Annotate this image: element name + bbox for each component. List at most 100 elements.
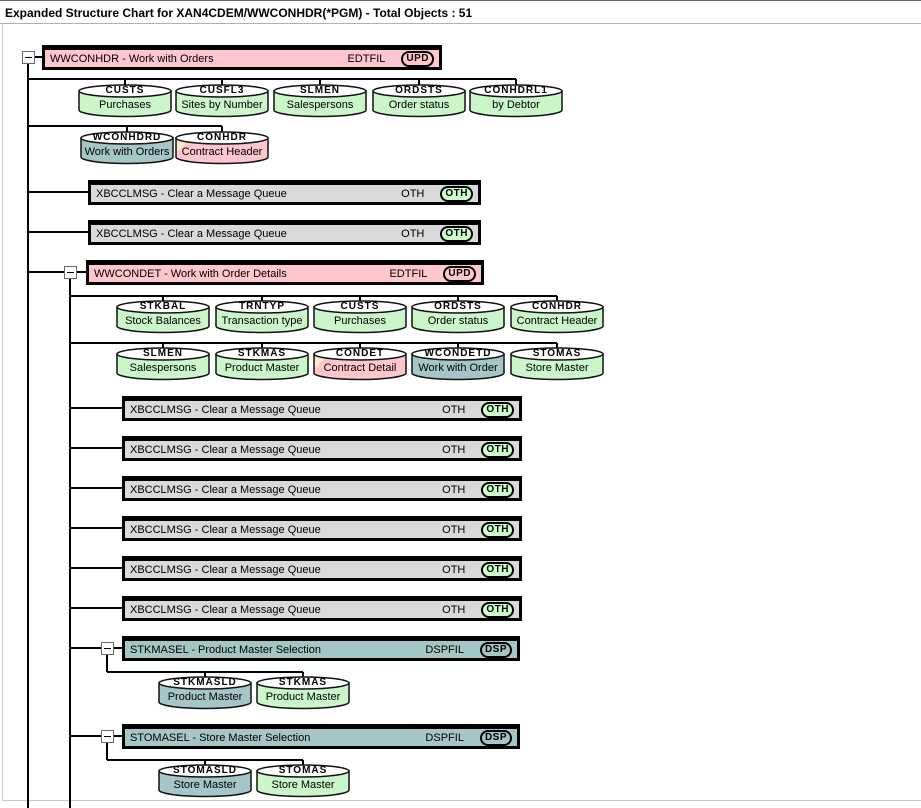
file-description: Stock Balances bbox=[125, 315, 201, 327]
file-description: Product Master bbox=[167, 691, 243, 703]
file-description: Salespersons bbox=[286, 99, 354, 111]
file-name: WCONHDRD bbox=[92, 132, 162, 143]
file-cylinder-custs-0[interactable]: CUSTS Purchases bbox=[78, 84, 172, 118]
file-name: STOMAS bbox=[278, 765, 328, 776]
object-type-badge: OTH bbox=[481, 521, 514, 538]
cylinder-shape bbox=[158, 764, 252, 798]
file-description: Contract Detail bbox=[323, 362, 397, 374]
cylinder-shape bbox=[411, 300, 505, 334]
file-name: CUSTS bbox=[105, 85, 145, 96]
collapse-toggle-icon[interactable] bbox=[101, 642, 114, 655]
file-description: Contract Header bbox=[516, 315, 598, 327]
cylinder-shape bbox=[510, 300, 604, 334]
program-object-type: OTH bbox=[442, 603, 466, 616]
file-name: STKMASLD bbox=[173, 677, 237, 688]
cylinder-shape bbox=[158, 676, 252, 710]
collapse-toggle-icon[interactable] bbox=[22, 51, 35, 64]
object-type-badge: OTH bbox=[481, 601, 514, 618]
file-name: STOMASLD bbox=[173, 765, 237, 776]
program-object-type: DSPFIL bbox=[425, 731, 464, 744]
cylinder-shape bbox=[313, 347, 407, 381]
object-type-badge: OTH bbox=[481, 481, 514, 498]
chart-title-bar: Expanded Structure Chart for XAN4CDEM/WW… bbox=[0, 0, 921, 24]
program-box-xbcclmsg-9[interactable]: XBCCLMSG - Clear a Message Queue OTH OTH bbox=[122, 596, 522, 621]
file-cylinder-stkmasld-17[interactable]: STKMASLD Product Master bbox=[158, 676, 252, 710]
title-divider bbox=[0, 23, 921, 24]
object-type-badge: OTH bbox=[481, 441, 514, 458]
cylinder-shape bbox=[256, 676, 350, 710]
chart-title: Expanded Structure Chart for XAN4CDEM/WW… bbox=[5, 5, 473, 20]
file-name: ORDSTS bbox=[434, 301, 482, 312]
file-description: Work with Orders bbox=[84, 146, 170, 158]
file-description: Salespersons bbox=[129, 362, 197, 374]
file-name: STKMAS bbox=[237, 348, 287, 359]
program-label: WWCONDET - Work with Order Details bbox=[94, 267, 287, 280]
collapse-toggle-icon[interactable] bbox=[64, 266, 77, 279]
object-type-badge: DSP bbox=[479, 641, 512, 658]
program-object-type: OTH bbox=[401, 227, 425, 240]
file-cylinder-wconhdrd-5[interactable]: WCONHDRD Work with Orders bbox=[80, 131, 174, 165]
collapse-toggle-icon[interactable] bbox=[101, 730, 114, 743]
file-name: STKBAL bbox=[139, 301, 187, 312]
program-label: STOMASEL - Store Master Selection bbox=[130, 731, 311, 744]
file-description: Purchases bbox=[99, 99, 151, 111]
program-label: WWCONHDR - Work with Orders bbox=[50, 52, 214, 65]
file-cylinder-wcondetd-15[interactable]: WCONDETD Work with Order bbox=[411, 347, 505, 381]
program-object-type: OTH bbox=[442, 563, 466, 576]
program-label: XBCCLMSG - Clear a Message Queue bbox=[96, 187, 287, 200]
file-description: Work with Order bbox=[418, 362, 498, 374]
file-name: CONHDR bbox=[532, 301, 582, 312]
program-object-type: EDTFIL bbox=[347, 52, 386, 65]
file-cylinder-stomasld-19[interactable]: STOMASLD Store Master bbox=[158, 764, 252, 798]
file-description: Contract Header bbox=[181, 146, 263, 158]
cylinder-shape bbox=[510, 347, 604, 381]
program-label: STKMASEL - Product Master Selection bbox=[130, 643, 321, 656]
object-type-badge: OTH bbox=[440, 185, 473, 202]
program-object-type: OTH bbox=[442, 523, 466, 536]
cylinder-shape bbox=[175, 131, 269, 165]
file-description: Sites by Number bbox=[181, 99, 263, 111]
file-description: Order status bbox=[427, 315, 489, 327]
file-description: Store Master bbox=[173, 779, 237, 791]
file-cylinder-conhdr-11[interactable]: CONHDR Contract Header bbox=[510, 300, 604, 334]
program-label: XBCCLMSG - Clear a Message Queue bbox=[96, 227, 287, 240]
file-name: WCONDETD bbox=[424, 348, 492, 359]
program-object-type: OTH bbox=[442, 443, 466, 456]
object-type-badge: OTH bbox=[481, 561, 514, 578]
program-object-type: OTH bbox=[442, 483, 466, 496]
file-cylinder-ordsts-10[interactable]: ORDSTS Order status bbox=[411, 300, 505, 334]
object-type-badge: UPD bbox=[443, 265, 476, 282]
cylinder-shape bbox=[215, 300, 309, 334]
file-name: ORDSTS bbox=[395, 85, 443, 96]
file-cylinder-slmen-12[interactable]: SLMEN Salespersons bbox=[116, 347, 210, 381]
file-cylinder-stkbal-7[interactable]: STKBAL Stock Balances bbox=[116, 300, 210, 334]
cylinder-shape bbox=[116, 347, 210, 381]
program-label: XBCCLMSG - Clear a Message Queue bbox=[130, 603, 321, 616]
file-name: SLMEN bbox=[143, 348, 183, 359]
file-name: CUSTS bbox=[340, 301, 380, 312]
